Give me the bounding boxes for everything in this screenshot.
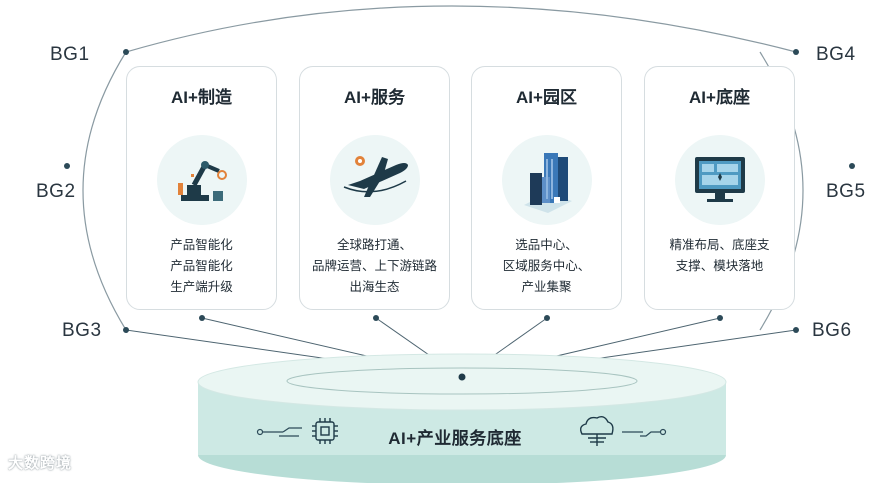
watermark: 大数跨境 [8,455,73,472]
dot-card3 [544,315,550,321]
card-title: AI+制造 [171,88,232,107]
card-base: AI+底座 精准布局、底座支 支撑、模块落地 [644,66,795,310]
desc-line: 生产端升级 [170,280,233,294]
dot-bg5 [849,163,855,169]
desc-line: 支撑、模块落地 [675,259,764,273]
top-arc [125,5,797,53]
hub-dot [458,373,466,381]
cloud-network-icon [579,415,614,446]
circuit-left [256,427,302,437]
robot-arm-icon [157,135,247,225]
bg-label-4: BG4 [816,44,856,65]
card-description: 精准布局、底座支 支撑、模块落地 [649,235,790,277]
base-ring [286,367,638,395]
monitor-icon [675,135,765,225]
airplane-icon [330,135,420,225]
circuit-right [622,428,667,437]
card-title: AI+底座 [689,88,750,107]
desc-line: 产业集聚 [521,280,572,294]
dot-bg1 [123,49,129,55]
dot-card2 [373,315,379,321]
desc-line: 品牌运营、上下游链路 [311,259,437,273]
desc-line: 出海生态 [349,280,400,294]
base-top [197,353,727,411]
card-description: 全球路打通、 品牌运营、上下游链路 出海生态 [304,235,445,298]
base-label: AI+产业服务底座 [388,429,522,448]
left-arc [82,51,127,331]
card-title: AI+园区 [516,88,577,107]
card-service: AI+服务 全球路打通、 品牌运营、上下游链路 出海生态 [299,66,450,310]
dot-bg3 [123,327,129,333]
building-icon [502,135,592,225]
desc-line: 产品智能化 [170,259,233,273]
bg-label-1: BG1 [50,44,90,65]
card-description: 产品智能化 产品智能化 生产端升级 [131,235,272,298]
dot-bg6 [793,327,799,333]
desc-line: 选品中心、 [515,238,578,252]
chip-icon [312,418,338,444]
card-park: AI+园区 选品中心、 区域服务中心、 产业集聚 [471,66,622,310]
bg-label-2: BG2 [36,181,76,202]
desc-line: 精准布局、底座支 [669,238,770,252]
dot-card1 [199,315,205,321]
bg-label-6: BG6 [812,320,852,341]
bg-label-5: BG5 [826,181,866,202]
desc-line: 产品智能化 [170,238,233,252]
card-title: AI+服务 [344,88,405,107]
desc-line: 全球路打通、 [336,238,412,252]
dot-bg2 [64,163,70,169]
dot-bg4 [793,49,799,55]
dot-card4 [717,315,723,321]
card-manufacturing: AI+制造 产品智能化 产品智能化 生产端升级 [126,66,277,310]
card-description: 选品中心、 区域服务中心、 产业集聚 [476,235,617,298]
bg-label-3: BG3 [62,320,102,341]
desc-line: 区域服务中心、 [502,259,591,273]
